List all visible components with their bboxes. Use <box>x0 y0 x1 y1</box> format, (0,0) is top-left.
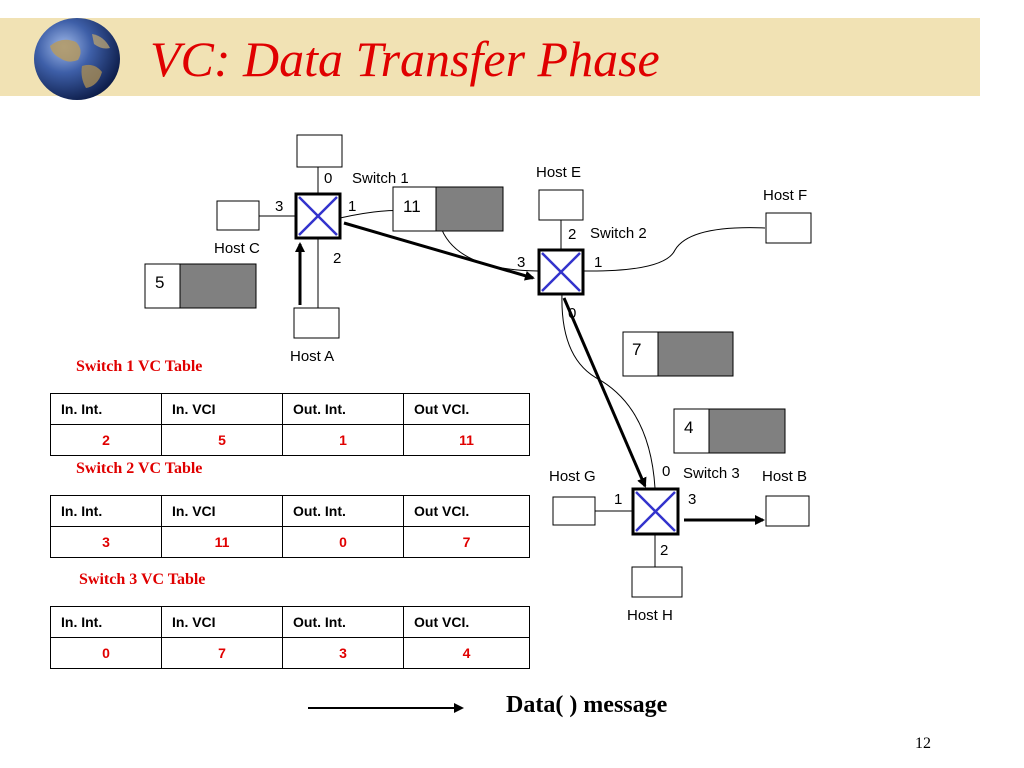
packet-vci-label: 7 <box>632 340 642 359</box>
globe-icon <box>34 18 120 100</box>
switch-1-table-caption: Switch 1 VC Table <box>76 358 203 375</box>
table-cell: 3 <box>50 526 162 558</box>
table-cell: 0 <box>282 526 404 558</box>
port-label: 0 <box>324 170 333 187</box>
table-header-row: In. Int. In. VCI Out. Int. Out VCI. <box>50 393 530 425</box>
header-cell: In. Int. <box>50 495 162 527</box>
port-label: 2 <box>568 226 577 243</box>
table-row: 2 5 1 11 <box>50 424 530 456</box>
header-cell: Out VCI. <box>403 606 530 638</box>
packet-vci-11 <box>392 186 504 232</box>
header-cell: In. VCI <box>161 606 283 638</box>
arrow-s1-to-s2 <box>343 221 535 281</box>
host-h-label: Host H <box>627 607 673 624</box>
packet-vci-4 <box>673 408 786 454</box>
table-cell: 11 <box>161 526 283 558</box>
slide-title: VC: Data Transfer Phase <box>150 31 660 87</box>
port-label: 3 <box>517 254 526 271</box>
link-s2-hostf <box>582 227 766 272</box>
switch-1-label: Switch 1 <box>352 170 409 187</box>
host-box-e <box>538 189 584 221</box>
table-row: 3 11 0 7 <box>50 526 530 558</box>
table-cell: 7 <box>403 526 530 558</box>
header-cell: In. VCI <box>161 495 283 527</box>
switch-2-table-caption: Switch 2 VC Table <box>76 460 203 477</box>
header-cell: Out. Int. <box>282 393 404 425</box>
packet-vci-7 <box>622 331 734 377</box>
table-cell: 2 <box>50 424 162 456</box>
table-header-row: In. Int. In. VCI Out. Int. Out VCI. <box>50 606 530 638</box>
table-row: 0 7 3 4 <box>50 637 530 669</box>
host-box-g <box>552 496 596 526</box>
port-label: 2 <box>333 250 342 267</box>
packet-vci-label: 5 <box>155 273 165 292</box>
header-cell: Out VCI. <box>403 495 530 527</box>
switch-2-label: Switch 2 <box>590 225 647 242</box>
host-box-switch1-top <box>296 134 343 168</box>
port-label: 0 <box>568 305 577 322</box>
title-band <box>0 18 980 96</box>
table-cell: 11 <box>403 424 530 456</box>
switch-3-table-caption: Switch 3 VC Table <box>79 571 206 588</box>
header-cell: Out. Int. <box>282 495 404 527</box>
switch-3-label: Switch 3 <box>683 465 740 482</box>
packet-vci-5 <box>144 263 257 309</box>
host-box-b <box>765 495 810 527</box>
host-b-label: Host B <box>762 468 808 485</box>
host-c-label: Host C <box>214 240 260 257</box>
host-g-label: Host G <box>549 468 596 485</box>
table-cell: 3 <box>282 637 404 669</box>
header-cell: Out VCI. <box>403 393 530 425</box>
table-cell: 7 <box>161 637 283 669</box>
header-cell: In. VCI <box>161 393 283 425</box>
host-e-label: Host E <box>536 164 582 181</box>
table-cell: 5 <box>161 424 283 456</box>
header-cell: In. Int. <box>50 393 162 425</box>
host-f-label: Host F <box>763 187 808 204</box>
host-a-label: Host A <box>290 348 335 365</box>
switch-1-icon <box>294 192 342 240</box>
packet-vci-label: 4 <box>684 418 694 437</box>
table-cell: 0 <box>50 637 162 669</box>
port-label: 1 <box>348 198 357 215</box>
packet-vci-label: 11 <box>403 197 421 216</box>
legend-label: Data( ) message <box>506 692 668 718</box>
host-box-f <box>765 212 812 244</box>
port-label: 2 <box>660 542 669 559</box>
port-label: 0 <box>662 463 671 480</box>
table-cell: 4 <box>403 637 530 669</box>
switch-2-vc-table: In. Int. In. VCI Out. Int. Out VCI. 3 11… <box>50 495 530 558</box>
switch-2-icon <box>537 248 585 296</box>
port-label: 3 <box>275 198 284 215</box>
host-box-a <box>293 307 340 339</box>
port-label: 1 <box>614 491 623 508</box>
port-label: 1 <box>594 254 603 271</box>
switch-3-vc-table: In. Int. In. VCI Out. Int. Out VCI. 0 7 … <box>50 606 530 669</box>
table-header-row: In. Int. In. VCI Out. Int. Out VCI. <box>50 495 530 527</box>
arrow-s2-to-s3 <box>562 297 647 488</box>
table-cell: 1 <box>282 424 404 456</box>
page-number: 12 <box>915 735 931 752</box>
port-label: 3 <box>688 491 697 508</box>
switch-1-vc-table: In. Int. In. VCI Out. Int. Out VCI. 2 5 … <box>50 393 530 456</box>
host-box-c <box>216 200 260 231</box>
header-cell: In. Int. <box>50 606 162 638</box>
host-box-h <box>631 566 683 598</box>
header-cell: Out. Int. <box>282 606 404 638</box>
switch-3-icon <box>631 487 680 536</box>
